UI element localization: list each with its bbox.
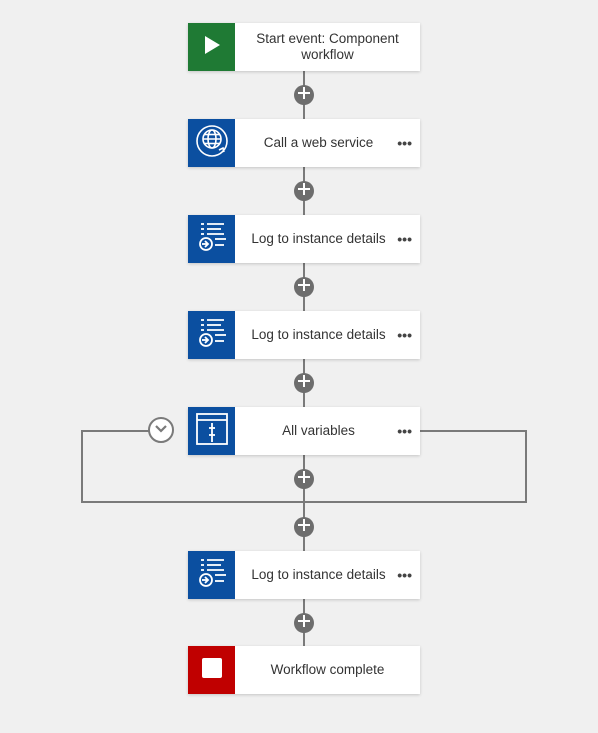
log-to-instance-card[interactable]: Log to instance details ••• xyxy=(188,215,420,263)
add-step-button[interactable] xyxy=(294,85,314,105)
plus-icon xyxy=(298,278,310,296)
play-icon xyxy=(202,35,222,60)
workflow-complete-card[interactable]: Workflow complete xyxy=(188,646,420,694)
loop-line-left xyxy=(81,430,83,503)
plus-icon xyxy=(298,86,310,104)
variables-icon-box xyxy=(188,407,235,455)
plus-icon xyxy=(298,182,310,200)
log-icon-box xyxy=(188,215,235,263)
log-icon xyxy=(194,555,230,596)
log-icon-box xyxy=(188,551,235,599)
log-to-instance-card[interactable]: Log to instance details ••• xyxy=(188,311,420,359)
web-service-icon-box xyxy=(188,119,235,167)
more-options-button[interactable]: ••• xyxy=(397,567,412,583)
add-step-button[interactable] xyxy=(294,373,314,393)
call-web-service-label: Call a web service xyxy=(263,135,374,150)
log-to-instance-label: Log to instance details xyxy=(251,231,386,246)
chevron-down-icon xyxy=(154,421,168,439)
log-to-instance-label: Log to instance details xyxy=(251,567,386,582)
stop-icon xyxy=(201,657,222,683)
add-step-button[interactable] xyxy=(294,517,314,537)
log-to-instance-label: Log to instance details xyxy=(251,327,386,342)
loop-line-right xyxy=(525,430,527,503)
plus-icon xyxy=(298,470,310,488)
all-variables-label: All variables xyxy=(282,423,355,438)
log-icon-box xyxy=(188,311,235,359)
add-step-button[interactable] xyxy=(294,613,314,633)
add-step-button[interactable] xyxy=(294,181,314,201)
loop-line-left-top xyxy=(81,430,149,432)
more-options-button[interactable]: ••• xyxy=(397,327,412,343)
plus-icon xyxy=(298,374,310,392)
all-variables-card[interactable]: All variables ••• xyxy=(188,407,420,455)
start-event-label: Start event: Component workflow xyxy=(256,31,399,62)
add-step-in-loop-button[interactable] xyxy=(294,469,314,489)
more-options-button[interactable]: ••• xyxy=(397,231,412,247)
loop-line-right-top xyxy=(420,430,527,432)
more-options-button[interactable]: ••• xyxy=(397,135,412,151)
add-step-button[interactable] xyxy=(294,277,314,297)
log-to-instance-card[interactable]: Log to instance details ••• xyxy=(188,551,420,599)
stop-icon-box xyxy=(188,646,235,694)
start-icon-box xyxy=(188,23,235,71)
variables-icon xyxy=(194,411,230,452)
workflow-complete-label: Workflow complete xyxy=(270,662,385,677)
start-event-card[interactable]: Start event: Component workflow xyxy=(188,23,420,71)
globe-icon xyxy=(194,123,230,164)
call-web-service-card[interactable]: Call a web service ••• xyxy=(188,119,420,167)
log-icon xyxy=(194,219,230,260)
plus-icon xyxy=(298,518,310,536)
log-icon xyxy=(194,315,230,356)
more-options-button[interactable]: ••• xyxy=(397,423,412,439)
loop-line-bottom xyxy=(81,501,527,503)
plus-icon xyxy=(298,614,310,632)
collapse-loop-button[interactable] xyxy=(148,417,174,443)
